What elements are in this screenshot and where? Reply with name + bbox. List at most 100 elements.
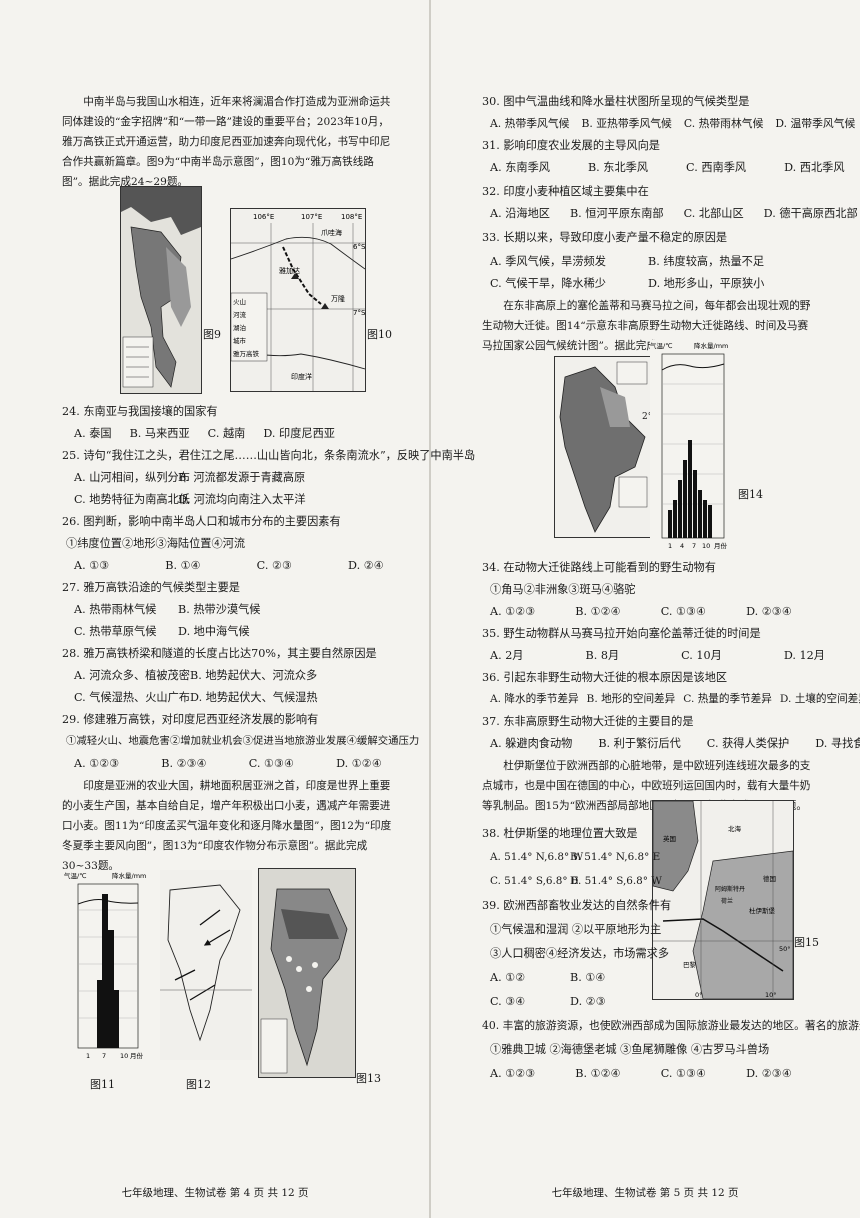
option-d[interactable]: D. ①②④ xyxy=(336,757,382,770)
option-c[interactable]: C. 西南季风 xyxy=(686,161,747,174)
option-c[interactable]: C. ①③④ xyxy=(660,605,707,618)
fig9-label: 图9 xyxy=(203,328,221,341)
fig10-lon-107: 107°E xyxy=(301,213,322,221)
question-38: 38. 杜伊斯堡的地理位置大致是 xyxy=(482,827,638,840)
option-b[interactable]: B. 亚热带季风气候 xyxy=(581,117,672,130)
fig10-lat-6s: 6°S xyxy=(353,243,365,251)
option-d[interactable]: D. 西北季风 xyxy=(784,161,845,174)
question-28-option-b[interactable]: B. 地势起伏大、河流众多 xyxy=(190,669,318,682)
option-d[interactable]: D. ②④ xyxy=(348,559,384,572)
fig15-place-netherlands: 荷兰 xyxy=(721,897,733,905)
question-34: 34. 在动物大迁徙路线上可能看到的野生动物有 xyxy=(482,561,716,574)
fig15-place-paris: 巴黎 xyxy=(683,960,697,969)
option-a[interactable]: A. 泰国 xyxy=(74,427,112,440)
fig10-legend-city: 城市 xyxy=(233,336,247,345)
option-d[interactable]: D. 温带季风气候 xyxy=(775,117,856,130)
option-c[interactable]: C. 越南 xyxy=(207,427,246,440)
fig10-place-indian-ocean: 印度洋 xyxy=(291,372,312,381)
question-26: 26. 图判断，影响中南半岛人口和城市分布的主要因素有 xyxy=(62,515,341,528)
question-25-option-c[interactable]: C. 地势特征为南高北低 xyxy=(74,493,190,506)
question-38-option-b[interactable]: B. 51.4° N,6.8° E xyxy=(570,851,661,863)
option-c[interactable]: C. 热带雨林气候 xyxy=(683,117,764,130)
page-seam xyxy=(429,0,431,1218)
option-b[interactable]: B. 利于繁衍后代 xyxy=(598,737,681,750)
option-a[interactable]: A. 躲避肉食动物 xyxy=(490,737,573,750)
svg-text:7: 7 xyxy=(692,542,696,550)
option-b[interactable]: B. 马来西亚 xyxy=(129,427,190,440)
option-a[interactable]: A. ①②③ xyxy=(74,757,120,770)
question-39-option-c[interactable]: C. ③④ xyxy=(490,995,526,1008)
question-25-option-a[interactable]: A. 山河相间，纵列分布 xyxy=(74,471,190,484)
option-b[interactable]: B. 东北季风 xyxy=(587,161,649,174)
option-d[interactable]: D. 印度尼西亚 xyxy=(263,427,335,440)
option-a[interactable]: A. ①②③ xyxy=(490,605,536,618)
question-38-option-d[interactable]: D. 51.4° S,6.8° W xyxy=(570,875,662,887)
question-39-statements-1: ①气候温和湿润 ②以平原地形为主 xyxy=(490,923,662,936)
option-d[interactable]: D. 土壤的空间差异 xyxy=(779,693,860,705)
option-a[interactable]: A. 2月 xyxy=(490,649,524,662)
question-28: 28. 雅万高铁桥梁和隧道的长度占比达70%，其主要自然原因是 xyxy=(62,647,377,660)
option-a[interactable]: A. 东南季风 xyxy=(490,161,550,174)
question-25-option-d[interactable]: D. 河流均向南注入太平洋 xyxy=(178,493,306,506)
fig15-label: 图15 xyxy=(794,936,819,949)
option-d[interactable]: D. 德干高原西北部 xyxy=(763,207,858,220)
question-25-option-b[interactable]: B. 河流都发源于青藏高原 xyxy=(178,471,306,484)
question-33-option-c[interactable]: C. 气候干旱，降水稀少 xyxy=(490,277,606,290)
question-27-option-a[interactable]: A. 热带雨林气候 xyxy=(74,603,157,616)
question-39-option-d[interactable]: D. ②③ xyxy=(570,995,606,1008)
question-38-option-c[interactable]: C. 51.4° S,6.8° E xyxy=(490,875,579,887)
question-33-option-d[interactable]: D. 地形多山，平原狭小 xyxy=(648,277,765,290)
option-d[interactable]: D. ②③④ xyxy=(746,1067,792,1080)
left-page: 中南半岛与我国山水相连，近年来将澜湄合作打造成为亚洲命运共同体建设的“金字招牌”… xyxy=(62,96,475,1199)
option-b[interactable]: B. 地形的空间差异 xyxy=(586,693,676,705)
option-c[interactable]: C. 热量的季节差异 xyxy=(683,693,772,705)
option-b[interactable]: B. ②③④ xyxy=(161,757,207,770)
right-page-footer: 七年级地理、生物试卷 第 5 页 共 12 页 xyxy=(551,1187,739,1199)
question-36: 36. 引起东非野生动物大迁徙的根本原因是该地区 xyxy=(482,671,728,684)
fig14-month-label: 月份 xyxy=(714,541,728,550)
question-39-option-b[interactable]: B. ①④ xyxy=(570,971,606,984)
option-d[interactable]: D. 12月 xyxy=(783,649,825,662)
option-a[interactable]: A. 热带季风气候 xyxy=(490,117,570,130)
option-b[interactable]: B. ①②④ xyxy=(575,1067,621,1080)
question-29-options: A. ①②③ B. ②③④ C. ①③④ D. ①②④ xyxy=(74,754,382,773)
option-c[interactable]: C. 获得人类保护 xyxy=(706,737,790,750)
question-28-option-a[interactable]: A. 河流众多、植被茂密 xyxy=(74,669,190,682)
question-37-options: A. 躲避肉食动物 B. 利于繁衍后代 C. 获得人类保护 D. 寻找食物水源 xyxy=(490,734,860,753)
southeast-asia-map xyxy=(120,186,202,394)
question-27-option-c[interactable]: C. 热带草原气候 xyxy=(74,625,157,638)
fig11-month-label: 月份 xyxy=(130,1051,144,1060)
question-33-option-a[interactable]: A. 季风气候，旱涝频发 xyxy=(490,255,606,268)
mumbai-climate-chart: 气温/℃ 降水量/mm 1 7 10 月份 xyxy=(64,870,154,1066)
question-38-option-a[interactable]: A. 51.4° N,6.8° W xyxy=(490,851,584,863)
option-c[interactable]: C. ②③ xyxy=(256,559,293,572)
option-c[interactable]: C. ①③④ xyxy=(660,1067,707,1080)
question-27-option-b[interactable]: B. 热带沙漠气候 xyxy=(178,603,261,616)
option-b[interactable]: B. 恒河平原东南部 xyxy=(569,207,664,220)
option-c[interactable]: C. 10月 xyxy=(681,649,722,662)
option-a[interactable]: A. ①②③ xyxy=(490,1067,536,1080)
question-33-option-b[interactable]: B. 纬度较高，热量不足 xyxy=(648,255,765,268)
option-a[interactable]: A. ①③ xyxy=(74,559,110,572)
question-39-option-a[interactable]: A. ①② xyxy=(490,971,526,984)
option-c[interactable]: C. ①③④ xyxy=(248,757,295,770)
option-b[interactable]: B. ①②④ xyxy=(575,605,621,618)
western-europe-map: 英国 北海 阿姆斯特丹 杜伊斯堡 巴黎 荷兰 德国 0° 10° 50° xyxy=(652,800,794,1000)
option-b[interactable]: B. 8月 xyxy=(585,649,620,662)
fig14-temp-axis-label: 气温/℃ xyxy=(650,341,673,350)
india-crop-distribution-map xyxy=(258,868,356,1078)
jakarta-bandung-railway-map: 106°E 107°E 108°E 6°S 7°S 雅加达 万隆 印度洋 爪哇海… xyxy=(230,208,366,392)
question-28-option-c[interactable]: C. 气候湿热、火山广布 xyxy=(74,691,190,704)
option-c[interactable]: C. 北部山区 xyxy=(683,207,744,220)
option-d[interactable]: D. 寻找食物水源 xyxy=(815,737,860,750)
question-40: 40. 丰富的旅游资源，也使欧洲西部成为国际旅游业最发达的地区。著名的旅游景点有 xyxy=(482,1019,860,1032)
option-b[interactable]: B. ①④ xyxy=(165,559,201,572)
fig15-lat-50: 50° xyxy=(779,945,791,953)
option-a[interactable]: A. 沿海地区 xyxy=(490,207,550,220)
option-a[interactable]: A. 降水的季节差异 xyxy=(490,693,579,705)
option-d[interactable]: D. ②③④ xyxy=(746,605,792,618)
question-30-options: A. 热带季风气候 B. 亚热带季风气候 C. 热带雨林气候 D. 温带季风气候 xyxy=(490,114,855,133)
question-40-options: A. ①②③ B. ①②④ C. ①③④ D. ②③④ xyxy=(490,1064,792,1083)
question-27-option-d[interactable]: D. 地中海气候 xyxy=(178,625,250,638)
question-28-option-d[interactable]: D. 地势起伏大、气候湿热 xyxy=(190,691,318,704)
